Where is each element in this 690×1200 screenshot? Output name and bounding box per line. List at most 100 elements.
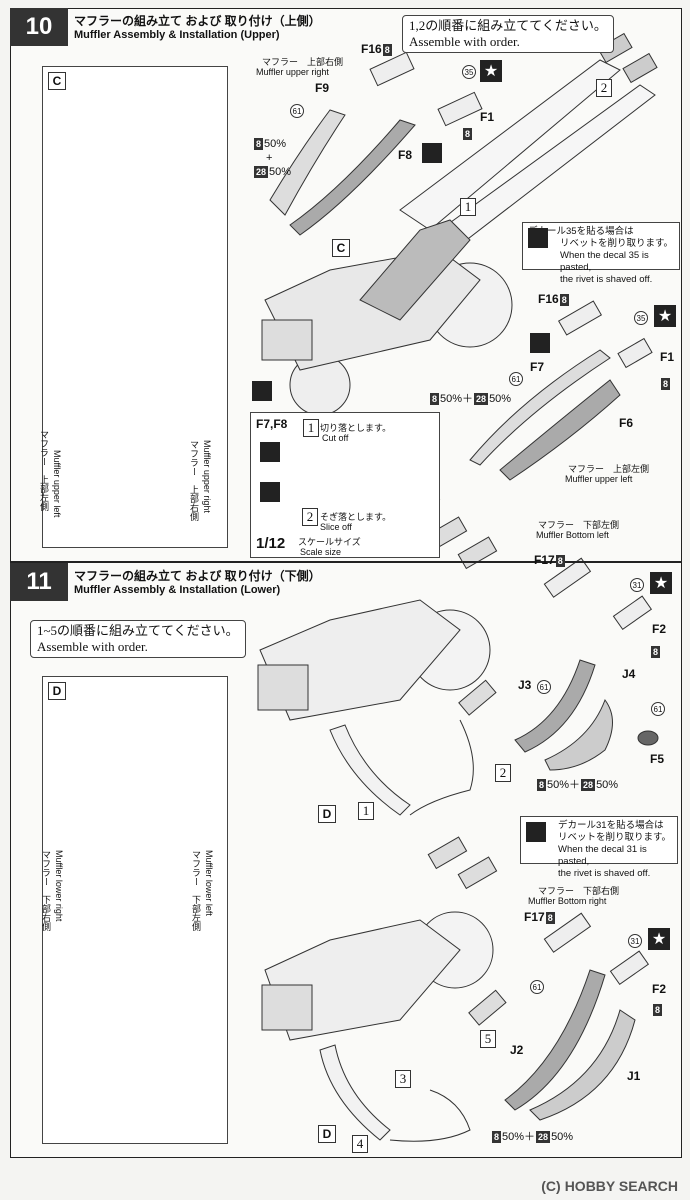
decal-61-upper: 61	[290, 104, 304, 118]
decal-61-j3: 61	[537, 680, 551, 694]
step-10-title-en: Muffler Assembly & Installation (Upper)	[74, 29, 280, 41]
caution-icon	[252, 381, 272, 401]
muffler-bottom-right-jp: マフラー 下部右側	[538, 886, 620, 896]
star-icon-lower-a: ★	[650, 572, 672, 594]
step-11-order-jp: 1~5の順番に組み立ててください。	[37, 623, 239, 638]
muffler-upper-right-jp: マフラー 上部右側	[262, 57, 344, 67]
part-j3: J3	[518, 678, 532, 692]
step-10-order-en: Assemble with order.	[409, 34, 520, 49]
cut-step-1-en: Cut off	[322, 433, 349, 443]
muffler-upper-right-en: Muffler upper right	[256, 67, 329, 77]
part-f16: F16	[361, 42, 382, 56]
part-f2-upper-sprue: 8	[651, 645, 661, 658]
muffler-lower-left-vertical-jp: マフラー 下部左側	[191, 850, 201, 931]
decal-35-note-jp-1: デカール35を貼る場合は	[528, 226, 634, 237]
decal-31-note: デカール31を貼る場合は リベットを削り取ります。 When the decal…	[520, 816, 678, 879]
view-c-panel	[42, 66, 228, 548]
step-11-title-en: Muffler Assembly & Installation (Lower)	[74, 584, 281, 596]
decal-31-upper: 31	[630, 578, 644, 592]
decal-31-note-en-1: When the decal 31 is pasted,	[558, 844, 647, 867]
step-11-title-jp: マフラーの組み立て および 取り付け（下側）	[74, 569, 321, 583]
muffler-lower-right-vertical-en: Muffler lower right	[54, 850, 64, 922]
step-10-order-jp: 1,2の順番に組み立ててください。	[409, 18, 607, 33]
muffler-lower-right-vertical-jp: マフラー 下部右側	[41, 850, 51, 931]
view-c-tag: C	[48, 72, 66, 90]
muffler-upper-right-vertical-en: Muffler upper right	[202, 440, 212, 513]
part-f1-sprue: 8	[463, 127, 473, 140]
star-icon: ★	[480, 60, 502, 82]
muffler-bottom-left-jp: マフラー 下部左側	[538, 520, 620, 530]
part-f7: F7	[530, 360, 545, 374]
assembly-step-3: 3	[395, 1070, 411, 1088]
part-f16-right: F16	[538, 292, 559, 306]
assembly-step-5: 5	[480, 1030, 496, 1048]
cut-step-2-jp: そぎ落とします。	[320, 512, 392, 522]
part-f16-sprue: 8	[382, 43, 392, 56]
knife-icon-lower	[526, 822, 546, 842]
step-10-title-jp: マフラーの組み立て および 取り付け（上側）	[74, 14, 321, 28]
muffler-upper-left-vertical-en: Muffler upper left	[52, 450, 62, 518]
knife-icon-cut	[260, 442, 280, 462]
part-j4: J4	[622, 667, 636, 681]
scale-jp: スケールサイズ	[298, 537, 361, 547]
cut-step-1: 1	[303, 419, 319, 437]
muffler-upper-right-vertical-jp: マフラー 上部右側	[189, 440, 199, 521]
part-f2-upper: F2	[652, 622, 667, 636]
knife-icon-slice	[260, 482, 280, 502]
paint-plus-sign: +	[266, 152, 273, 164]
step-11-order-en: Assemble with order.	[37, 639, 148, 654]
cut-instruction-box	[250, 412, 440, 558]
scale-en: Scale size	[300, 547, 342, 557]
paint-brush-icon	[422, 143, 442, 163]
knife-icon	[528, 228, 548, 248]
decal-35-note: デカール35を貼る場合は リベットを削り取ります。 When the decal…	[522, 222, 680, 285]
view-d-tag: D	[48, 682, 66, 700]
decal-31-note-jp-2: リベットを削り取ります。	[558, 832, 672, 843]
decal-31-note-en-2: the rivet is shaved off.	[558, 868, 651, 879]
muffler-upper-left-jp: マフラー 上部左側	[568, 464, 650, 474]
scale-label: 1/12	[256, 535, 286, 552]
part-f5: F5	[650, 752, 665, 766]
part-f2-lower: F2	[652, 982, 667, 996]
view-d-panel	[42, 676, 228, 1144]
step-11-number: 11	[10, 563, 68, 601]
part-f17-lower: F17	[524, 910, 545, 924]
step-10-order-callout: 1,2の順番に組み立ててください。 Assemble with order.	[402, 15, 614, 53]
view-d-arrow-tag-upper: D	[318, 805, 336, 823]
cut-step-1-jp: 切り落とします。	[320, 423, 392, 433]
muffler-upper-left-vertical-jp: マフラー 上部左側	[39, 430, 49, 511]
muffler-upper-left-en: Muffler upper left	[565, 474, 633, 484]
decal-35-note-en-1: When the decal 35 is pasted,	[560, 250, 649, 273]
step-divider	[10, 561, 682, 563]
part-f1: F1	[480, 110, 495, 124]
assembly-step-4: 4	[352, 1135, 368, 1153]
part-f1-right-sprue: 8	[661, 377, 671, 390]
assembly-step-2-lower: 2	[495, 764, 511, 782]
step-10-number: 10	[10, 8, 68, 46]
star-icon-right: ★	[654, 305, 676, 327]
decal-31-lower: 31	[628, 934, 642, 948]
assembly-step-1-upper: 1	[460, 198, 476, 216]
muffler-lower-left-vertical-en: Muffler lower left	[204, 850, 214, 916]
part-f2-lower-sprue: 8	[653, 1003, 663, 1016]
decal-61-j2: 61	[530, 980, 544, 994]
part-f1-right: F1	[660, 350, 675, 364]
view-d-arrow-tag-lower: D	[318, 1125, 336, 1143]
muffler-bottom-left-en: Muffler Bottom left	[536, 530, 609, 540]
view-c-arrow-tag: C	[332, 239, 350, 257]
decal-35-note-jp-2: リベットを削り取ります。	[560, 238, 674, 249]
part-j1: J1	[627, 1069, 641, 1083]
decal-61-right: 61	[509, 372, 523, 386]
decal-35-note-en-2: the rivet is shaved off.	[560, 274, 653, 285]
part-f8: F8	[398, 148, 413, 162]
